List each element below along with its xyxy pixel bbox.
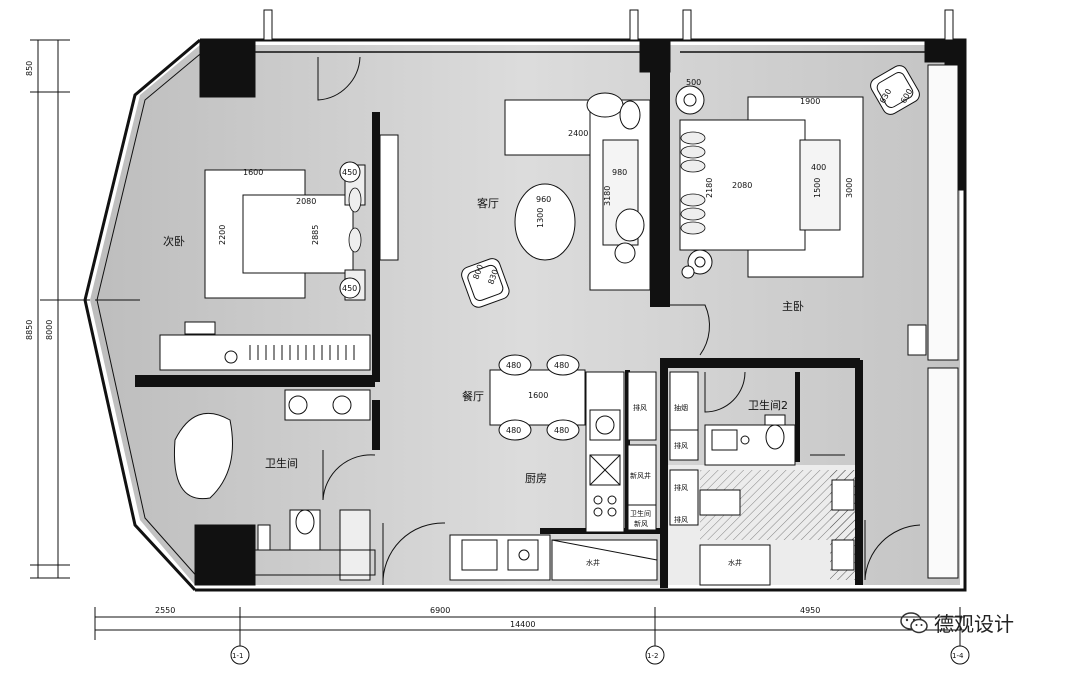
dim-bottom-4950: 4950 (800, 606, 820, 615)
wechat-icon (900, 611, 928, 633)
dim-master-500: 500 (686, 78, 701, 87)
water-shaft (551, 539, 658, 581)
coffee-table (514, 183, 576, 261)
grid-axis-1-1: 1-1 (232, 652, 243, 660)
dim-bottom-6900: 6900 (430, 606, 450, 615)
toilet (765, 424, 785, 450)
dim-master-2180: 2180 (705, 178, 714, 198)
label-fresh-air-shaft: 新风井 (630, 471, 651, 480)
room-label-living: 客厅 (477, 196, 499, 210)
dim-left-8850: 8850 (25, 320, 34, 340)
dim-dining-480: 480 (506, 361, 521, 370)
watermark: 德观设计 (900, 608, 1014, 637)
living-room-furniture (461, 92, 651, 308)
dim-dining-1600: 1600 (528, 391, 548, 400)
label-water-shaft: 水井 (586, 558, 600, 567)
dim-bed2-2200: 2200 (218, 225, 227, 245)
pillows (348, 131, 706, 253)
dining-table (489, 369, 586, 426)
nightstand-lamp (339, 161, 361, 183)
grid-axis-1-4: 1-4 (952, 652, 964, 660)
dim-nightstand-450: 450 (342, 168, 357, 177)
dim-bed2-2885: 2885 (311, 225, 320, 245)
room-label-bathroom: 卫生间 (265, 456, 298, 470)
bathtub (173, 412, 233, 500)
dining-furniture (489, 354, 586, 441)
kitchen-counter (585, 371, 625, 533)
second-bedroom-furniture (159, 134, 399, 371)
dim-table-960: 960 (536, 195, 551, 204)
dim-left-850: 850 (25, 61, 34, 76)
nightstand-lamp (339, 277, 361, 299)
top-column-markers (263, 9, 954, 41)
exterior-walls (40, 38, 967, 592)
label-exhaust: 排风 (633, 403, 647, 412)
master-wardrobe (927, 64, 959, 361)
dim-master-2080: 2080 (732, 181, 752, 190)
toilet (295, 509, 315, 535)
fresh-air-shaft (627, 444, 657, 506)
bottom-dimension-line (94, 607, 970, 665)
room-label-kitchen: 厨房 (525, 472, 547, 485)
doors (317, 56, 921, 586)
dim-sofa-2400: 2400 (568, 129, 588, 138)
dim-bed2-1600: 1600 (243, 168, 263, 177)
room-label-master-bedroom: 主卧 (782, 300, 804, 313)
dim-bottom-2550: 2550 (155, 606, 175, 615)
exhaust-shaft (627, 371, 657, 441)
room-label-dining: 餐厅 (462, 389, 484, 403)
dim-sofa-980: 980 (612, 168, 627, 177)
dim-dining-480: 480 (554, 426, 569, 435)
label-exhaust: 排风 (674, 515, 688, 524)
desk-wardrobe (159, 334, 371, 371)
utility-shafts (627, 371, 771, 586)
label-smoke: 抽烟 (674, 403, 688, 412)
dim-dining-480: 480 (554, 361, 569, 370)
dim-master-1900: 1900 (800, 97, 820, 106)
dim-bottom-14400: 14400 (510, 620, 535, 629)
dim-master-1500: 1500 (813, 178, 822, 198)
dim-dining-480: 480 (506, 426, 521, 435)
dim-master-3000: 3000 (845, 178, 854, 198)
wardrobe-hangers (249, 345, 355, 360)
bed (242, 194, 354, 274)
dim-bed2-2080: 2080 (296, 197, 316, 206)
label-bathroom-fresh-air: 卫生间 (630, 509, 651, 518)
smoke-shaft (669, 371, 699, 441)
label-exhaust: 排风 (674, 483, 688, 492)
room-label-second-bedroom: 次卧 (163, 234, 185, 248)
wardrobe (379, 134, 399, 261)
left-dimension-line (30, 39, 70, 579)
dim-table-1300: 1300 (536, 208, 545, 228)
label-water-shaft: 水井 (728, 558, 742, 567)
dim-sofa-3180: 3180 (603, 186, 612, 206)
bathroom-fixtures (173, 389, 376, 581)
watermark-text: 德观设计 (934, 612, 1014, 636)
sink (288, 395, 308, 415)
label-exhaust: 排风 (674, 441, 688, 450)
dim-nightstand-450: 450 (342, 284, 357, 293)
bathroom2-fixtures (699, 414, 855, 571)
kitchen-counters (449, 371, 658, 581)
room-label-bathroom2: 卫生间2 (748, 398, 788, 412)
sink (332, 395, 352, 415)
label-fresh-air: 新风 (634, 519, 648, 528)
dim-master-400: 400 (811, 163, 826, 172)
dim-left-8000: 8000 (45, 320, 54, 340)
grid-axis-1-2: 1-2 (647, 652, 658, 660)
